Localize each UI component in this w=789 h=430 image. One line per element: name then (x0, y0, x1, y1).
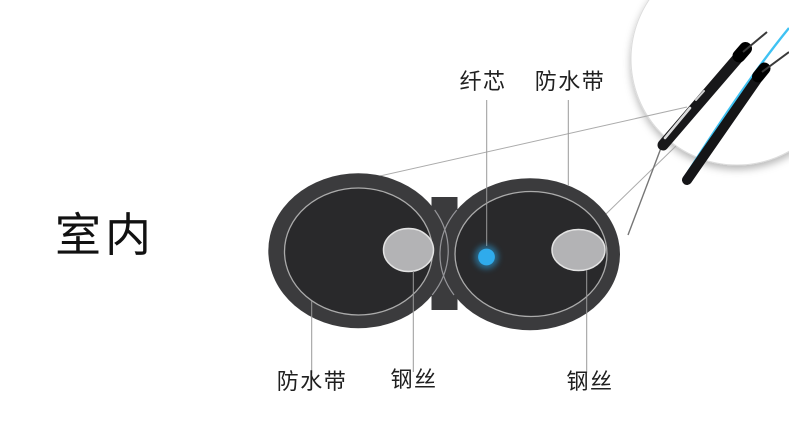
photo-cable-1-wire-tip (742, 31, 768, 53)
fiber-core-dot (478, 248, 495, 266)
junction-edge-right-arc (439, 209, 458, 296)
photo-inset (379, 0, 789, 236)
steel-wire-left-circle (382, 227, 435, 273)
cross-section-schematic (268, 100, 620, 373)
steel-wire-right-circle (551, 228, 606, 272)
link-line-left-ellipse-to-photo (379, 106, 688, 177)
photo-steel-wire-strand (627, 147, 662, 236)
photo-cable-2-wire-tip (761, 51, 789, 73)
photo-cable-2 (682, 67, 767, 185)
pointer-lines (311, 100, 588, 373)
callout-label-steel-wire-left: 钢丝 (390, 367, 438, 392)
photo-cable-highlight-2 (695, 90, 705, 101)
junction-edge-left-arc (431, 209, 449, 296)
callout-label-steel-wire-right: 钢丝 (566, 369, 614, 394)
callout-label-fiber-core: 纤芯 (459, 69, 507, 94)
photo-cable-highlight (663, 106, 692, 140)
photo-cable-1 (657, 46, 749, 151)
link-line-right-ellipse-to-photo (605, 145, 677, 215)
inner-core-right (454, 190, 608, 318)
scene-label-indoor: 室内 (55, 209, 155, 261)
callout-label-waterproof-tape-top: 防水带 (534, 69, 606, 94)
callout-label-waterproof-tape-bottom: 防水带 (276, 369, 348, 394)
